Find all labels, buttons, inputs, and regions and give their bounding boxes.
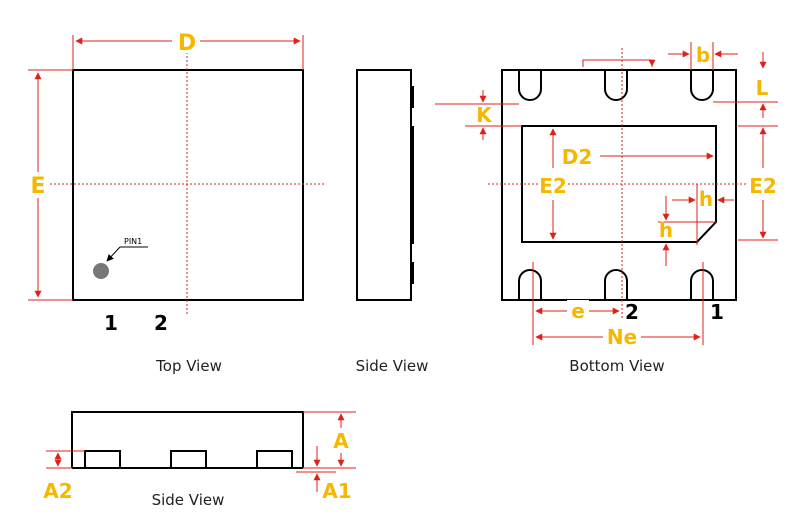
- dim-label-d: D: [178, 31, 196, 56]
- side-lead-2: [170, 450, 207, 469]
- top-view: D E PIN1 1 2 Top View: [26, 29, 325, 375]
- dim-label-b: b: [696, 43, 710, 67]
- pin1-label: PIN1: [124, 237, 142, 246]
- terminal-top-3: [690, 70, 714, 101]
- dim-label-h-bottom: h: [659, 218, 673, 242]
- side-lead-1: [84, 450, 121, 469]
- top-view-body: [72, 69, 304, 301]
- ne-label-mask: [603, 325, 641, 349]
- bottom-view-body: [501, 69, 737, 301]
- dim-label-e: E: [30, 174, 45, 199]
- dim-label-h-top: h: [699, 187, 713, 211]
- top-view-pin-number-2: 2: [154, 311, 168, 335]
- bottom-view-caption: Bottom View: [569, 357, 664, 375]
- side-view-lead-1: [411, 86, 414, 108]
- side-view-right-caption: Side View: [356, 357, 429, 375]
- e-pitch-label-mask: [567, 300, 589, 322]
- bottom-view-pin-number-2: 2: [625, 300, 639, 324]
- e2-left-label-mask: [539, 172, 567, 196]
- dim-label-a1: A1: [322, 479, 351, 503]
- e2-right-label-mask: [749, 172, 777, 196]
- pin1-dot: [93, 263, 109, 279]
- e-label-mask: [26, 172, 50, 198]
- terminal-top-2: [604, 70, 628, 101]
- side-view-bottom: A A1 A2 Side View: [43, 411, 356, 509]
- side-view-center-pad: [411, 126, 414, 244]
- dim-label-ne: Ne: [607, 325, 637, 349]
- side-view-right: Side View: [356, 69, 429, 375]
- bottom-view: b L K D2 E2 E2 h h: [435, 42, 778, 375]
- d-label-mask: [172, 29, 200, 53]
- dim-label-e2-left: E2: [539, 174, 567, 198]
- terminal-bottom-1: [518, 269, 542, 300]
- terminal-bottom-2: [604, 269, 628, 300]
- top-view-caption: Top View: [155, 357, 222, 375]
- pin1-leader-arrow: [106, 246, 121, 262]
- side-view-lead-2: [411, 262, 414, 284]
- pitch-bracket: [582, 59, 653, 67]
- dim-label-e2-right: E2: [749, 174, 777, 198]
- bottom-view-pin-number-1: 1: [710, 300, 724, 324]
- dim-label-a2: A2: [43, 479, 72, 503]
- exposed-pad: [521, 125, 717, 243]
- side-view-bottom-caption: Side View: [152, 491, 225, 509]
- dim-label-k: K: [476, 103, 493, 127]
- dim-label-l: L: [756, 76, 769, 100]
- side-body-outline: [71, 411, 304, 468]
- terminal-top-1: [518, 70, 542, 101]
- side-view-body: [356, 69, 412, 301]
- dim-label-e-pitch: e: [571, 299, 585, 323]
- terminal-bottom-3: [690, 269, 714, 300]
- dim-label-d2: D2: [562, 145, 593, 169]
- top-view-pin-number-1: 1: [104, 311, 118, 335]
- side-lead-3: [256, 450, 293, 469]
- dim-label-a: A: [333, 429, 349, 453]
